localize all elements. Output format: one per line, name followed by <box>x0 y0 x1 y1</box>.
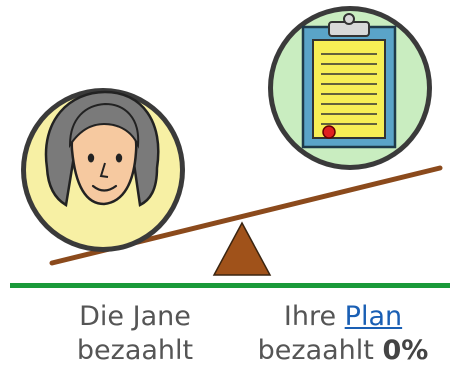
plan-pays-prefix: Ihre <box>283 301 337 332</box>
jane-pays-line2: bezaahlt <box>76 335 194 366</box>
plan-link[interactable]: Plan <box>344 301 403 332</box>
plan-pays-line1: Ihre Plan <box>244 300 442 334</box>
seesaw-scene <box>10 6 450 288</box>
plan-pays-line2-prefix: bezaahlt <box>257 335 374 366</box>
plan-pays-caption: Ihre Plan bezaahlt 0% <box>244 300 442 368</box>
person-face-icon <box>21 88 185 252</box>
jane-pays-line1: Die Jane <box>79 301 191 332</box>
clipboard-plan-icon <box>268 6 432 170</box>
jane-pays-caption: Die Jane bezaahlt <box>40 300 230 368</box>
ground-line <box>10 283 450 288</box>
fulcrum-triangle <box>212 221 272 276</box>
plan-pays-percent: 0% <box>382 335 429 366</box>
plan-pays-line2: bezaahlt 0% <box>244 334 442 368</box>
